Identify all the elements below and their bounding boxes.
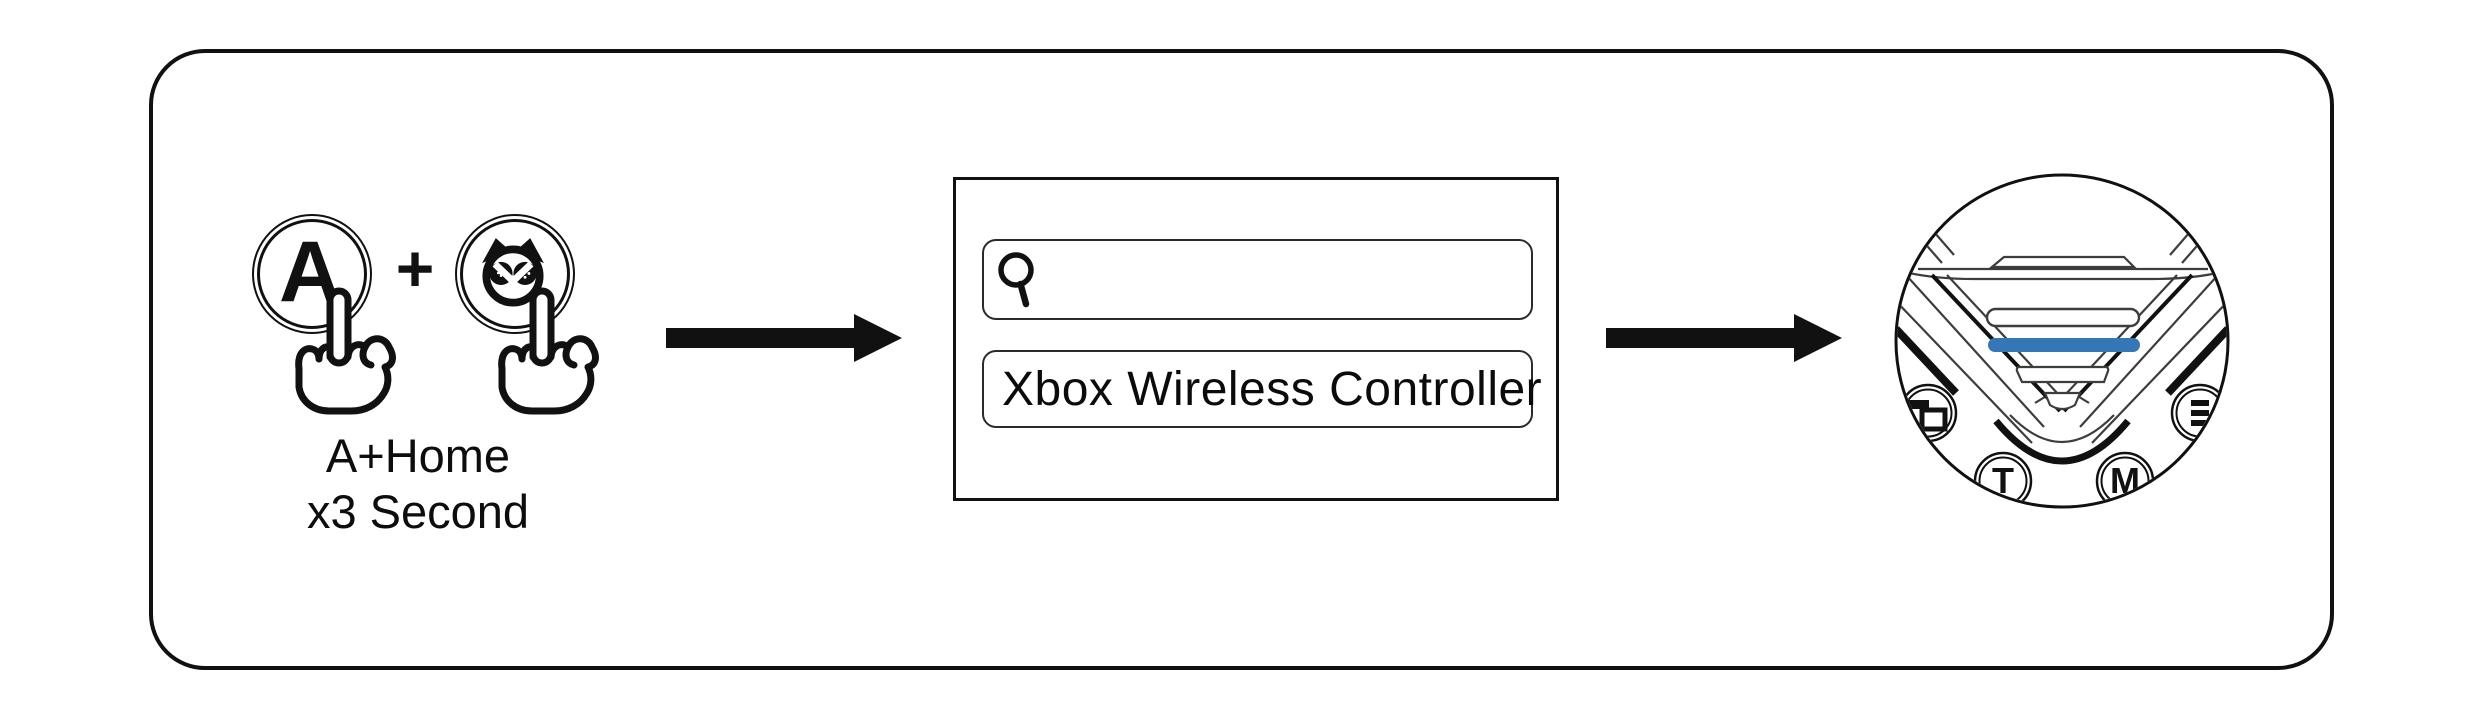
t-button[interactable]: T xyxy=(1973,451,2033,509)
top-button-ridge xyxy=(1988,255,2137,269)
arrow-right-icon xyxy=(666,314,902,362)
menu-icon xyxy=(2191,400,2209,426)
t-button-label: T xyxy=(1992,460,2014,501)
center-nub xyxy=(2043,391,2082,411)
tap-hand-icon xyxy=(498,287,599,415)
screenshot-button[interactable] xyxy=(1898,383,1958,443)
led-bar-blue xyxy=(1988,338,2140,352)
home-button-inner-ring xyxy=(460,219,570,329)
tap-hand-icon xyxy=(295,287,396,415)
screenshot-icon xyxy=(1908,400,1948,432)
shell-v-lines xyxy=(1897,274,2227,444)
a-button-inner-ring xyxy=(257,219,367,329)
bluetooth-settings-panel xyxy=(953,177,1559,501)
caption-line1: A+Home xyxy=(325,429,511,482)
lower-bar-outline xyxy=(2015,365,2110,384)
search-icon xyxy=(998,251,1034,307)
diagram-frame xyxy=(149,49,2334,670)
caption-line2: x3 Second xyxy=(306,485,530,538)
led-bar-outline xyxy=(1985,307,2141,328)
plus-sign: + xyxy=(395,231,435,305)
a-button-icon xyxy=(252,214,372,334)
controller-closeup: T M xyxy=(1894,173,2230,509)
device-name: Xbox Wireless Controller xyxy=(1002,362,1543,416)
device-list-item[interactable]: Xbox Wireless Controller xyxy=(982,350,1542,428)
arrow-right-icon xyxy=(1606,314,1842,362)
owl-logo-icon xyxy=(482,238,544,307)
search-input[interactable] xyxy=(982,239,1533,320)
